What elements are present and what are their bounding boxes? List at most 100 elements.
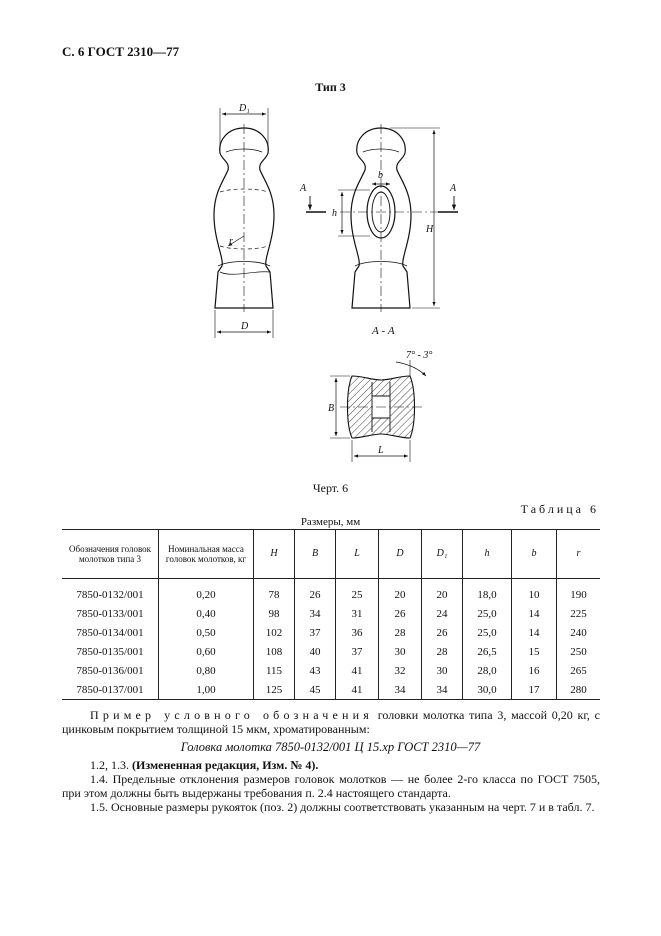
example-rest-text: головки молотка типа 3, массой 0,20 кг, … [62,708,600,736]
cell-mass: 0,20 [158,578,254,604]
cell-b: 37 [294,623,336,642]
cell-h: 78 [253,578,295,604]
cell-b: 45 [294,680,336,700]
cell-designation: 7850-0137/001 [62,680,159,700]
label-b-big: B [328,403,334,414]
cell-h: 115 [253,661,295,680]
header-H: H [253,529,295,579]
label-section: А - А [371,325,395,337]
cell-b: 26 [294,578,336,604]
section-view [330,360,427,462]
paragraph-1-4: 1.4. Предельные отклонения размеров голо… [62,772,600,800]
cell-d1: 24 [421,604,463,623]
cell-d: 20 [378,578,422,604]
cell-d: 34 [378,680,422,700]
cell-d1: 26 [421,623,463,642]
cell-l: 31 [335,604,379,623]
cell-h: 28,0 [462,661,512,680]
paragraph-1-5: 1.5. Основные размеры рукояток (поз. 2) … [90,800,595,814]
cell-r: 265 [556,661,600,680]
cell-h: 26,5 [462,642,512,661]
table-header-row: Обозначения головок молотков типа 3 Номи… [62,529,600,579]
paragraph-1-2-bold: (Измененная редакция, Изм. № 4). [132,758,319,772]
cell-h: 25,0 [462,623,512,642]
cell-d1: 28 [421,642,463,661]
cell-b: 14 [511,604,557,623]
cell-r: 240 [556,623,600,642]
cell-b: 10 [511,578,557,604]
cell-d: 26 [378,604,422,623]
cell-h: 102 [253,623,295,642]
example-spaced-text: Пример условного обозначения [90,708,373,722]
label-a-right: A [449,183,457,194]
cell-r: 190 [556,578,600,604]
cell-d: 28 [378,623,422,642]
cell-b: 16 [511,661,557,680]
cell-r: 250 [556,642,600,661]
cell-b: 40 [294,642,336,661]
cell-b: 34 [294,604,336,623]
example-paragraph: Пример условного обозначения головки мол… [62,708,600,736]
cell-d1: 20 [421,578,463,604]
header-b: b [511,529,557,579]
cell-h: 125 [253,680,295,700]
cell-d1: 30 [421,661,463,680]
cell-mass: 0,80 [158,661,254,680]
cell-b: 14 [511,623,557,642]
cell-l: 36 [335,623,379,642]
cell-mass: 0,60 [158,642,254,661]
cell-l: 25 [335,578,379,604]
side-view [213,108,275,338]
cell-designation: 7850-0136/001 [62,661,159,680]
front-view [306,124,458,312]
cell-h: 108 [253,642,295,661]
cell-l: 41 [335,661,379,680]
label-angle: 7° - 3° [406,350,432,361]
paragraph-1-2-prefix: 1.2, 1.3. [90,758,132,772]
header-D: D [378,529,422,579]
label-a-left: A [299,183,307,194]
label-d: D [240,321,249,332]
page-header: С. 6 ГОСТ 2310—77 [62,44,180,59]
table-label: Таблица 6 [520,502,599,516]
dimensions-table: Обозначения головок молотков типа 3 Номи… [62,529,600,700]
header-designation: Обозначения головок молотков типа 3 [62,529,159,579]
cell-b: 43 [294,661,336,680]
cell-mass: 0,50 [158,623,254,642]
header-mass: Номинальная масса головок молотков, кг [158,529,254,579]
cell-b: 17 [511,680,557,700]
cell-h: 98 [253,604,295,623]
label-h-big: H [425,224,434,235]
cell-mass: 1,00 [158,680,254,700]
paragraph-1-2: 1.2, 1.3. (Измененная редакция, Изм. № 4… [62,758,600,772]
cell-mass: 0,40 [158,604,254,623]
cell-h: 18,0 [462,578,512,604]
header-B: B [294,529,336,579]
cell-l: 37 [335,642,379,661]
figure-type-label: Тип 3 [315,80,346,94]
cell-designation: 7850-0135/001 [62,642,159,661]
cell-h: 30,0 [462,680,512,700]
figure-caption: Черт. 6 [312,481,349,495]
example-designation: Головка молотка 7850-0132/001 Ц 15.хр ГО… [180,740,481,754]
label-b: b [378,170,383,181]
label-l: L [377,445,384,456]
cell-r: 225 [556,604,600,623]
cell-d1: 34 [421,680,463,700]
hammer-head-drawing: D₁ D r b h H A A А - А [213,103,458,462]
header-L: L [335,529,379,579]
header-D1: D₁ [421,529,463,579]
cell-designation: 7850-0133/001 [62,604,159,623]
cell-l: 41 [335,680,379,700]
cell-d: 32 [378,661,422,680]
header-h: h [462,529,512,579]
header-r: r [556,529,600,579]
cell-d: 30 [378,642,422,661]
cell-b: 15 [511,642,557,661]
cell-designation: 7850-0134/001 [62,623,159,642]
